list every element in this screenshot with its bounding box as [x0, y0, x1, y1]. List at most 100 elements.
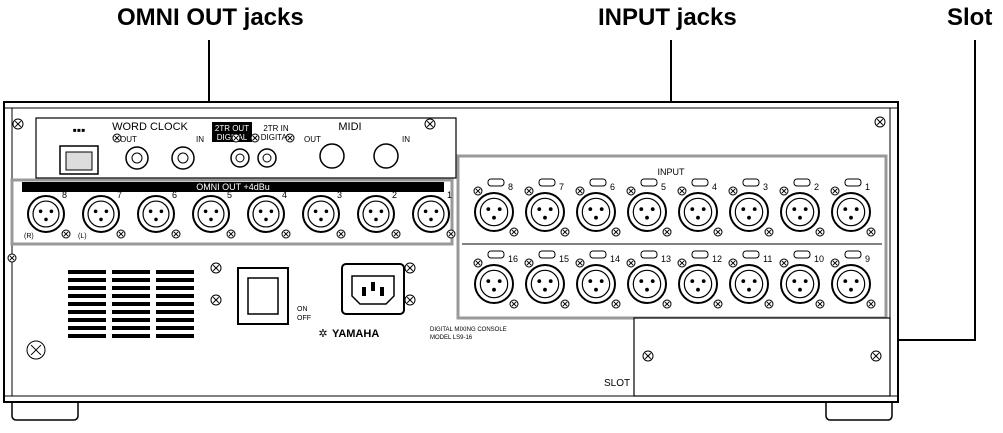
- screw-icon: [642, 350, 654, 362]
- latch-tab: [844, 250, 862, 259]
- vent-slot: [68, 270, 106, 274]
- input-jack-3[interactable]: [729, 192, 769, 232]
- input-jack-8[interactable]: [474, 192, 514, 232]
- vent-slot: [156, 318, 194, 322]
- callout-input: INPUT jacks: [598, 4, 737, 31]
- tr-out-label-1: 2TR OUT: [215, 124, 249, 133]
- model-label-2: MODEL LS9-16: [430, 335, 473, 341]
- wc-out-label: OUT: [120, 135, 137, 144]
- input-jack-11[interactable]: [729, 264, 769, 304]
- screw-icon: [7, 253, 17, 263]
- midi-in-jack[interactable]: [373, 143, 399, 169]
- screw-icon: [509, 299, 519, 309]
- input-number: 2: [814, 182, 819, 192]
- midi-in-label: IN: [402, 135, 410, 144]
- screw-icon: [611, 227, 621, 237]
- latch-tab: [691, 178, 709, 187]
- omni-out-jack-8[interactable]: [27, 195, 65, 233]
- input-number: 9: [865, 254, 870, 264]
- screw-icon: [677, 186, 687, 196]
- input-title: INPUT: [658, 167, 686, 177]
- input-jack-13[interactable]: [627, 264, 667, 304]
- screw-icon: [764, 227, 774, 237]
- network-port-glyph: ▪▪▪: [73, 123, 86, 137]
- screw-icon: [250, 133, 260, 143]
- callout-slot: Slot: [947, 4, 993, 31]
- screw-icon: [231, 133, 241, 143]
- input-jack-15[interactable]: [525, 264, 565, 304]
- omni-out-number: 4: [282, 190, 287, 200]
- input-jack-12[interactable]: [678, 264, 718, 304]
- screw-icon: [171, 229, 181, 239]
- input-number: 13: [661, 254, 671, 264]
- word-clock-label: WORD CLOCK: [112, 121, 188, 133]
- latch-tab: [742, 250, 760, 259]
- screw-icon: [874, 116, 886, 128]
- vent-slot: [156, 294, 194, 298]
- vent-slot: [156, 310, 194, 314]
- latch-tab: [691, 250, 709, 259]
- input-jack-1[interactable]: [831, 192, 871, 232]
- omni-out-number: 8: [62, 190, 67, 200]
- omni-out-jack-7[interactable]: [82, 195, 120, 233]
- screw-icon: [866, 227, 876, 237]
- latch-tab: [589, 250, 607, 259]
- ac-pin-center: [371, 282, 375, 291]
- screw-icon: [210, 294, 222, 306]
- screw-icon: [560, 227, 570, 237]
- screw-icon: [509, 227, 519, 237]
- screw-icon: [662, 299, 672, 309]
- tr-in-jack-inner: [262, 153, 272, 163]
- latch-tab: [487, 178, 505, 187]
- screw-icon: [764, 299, 774, 309]
- omni-out-jack-6[interactable]: [137, 195, 175, 233]
- power-on-label: ON: [297, 306, 308, 313]
- screw-icon: [112, 133, 122, 143]
- slot-panel: [633, 317, 891, 397]
- omni-out-jack-2[interactable]: [357, 195, 395, 233]
- tr-out-jack-inner: [235, 153, 245, 163]
- omni-out-jack-1[interactable]: [412, 195, 450, 233]
- screw-icon: [575, 186, 585, 196]
- input-number: 11: [763, 254, 772, 264]
- screw-icon: [281, 229, 291, 239]
- input-number: 8: [508, 182, 513, 192]
- screw-icon: [210, 262, 222, 274]
- model-label-1: DIGITAL MIXING CONSOLE: [430, 327, 507, 333]
- input-number: 5: [661, 182, 666, 192]
- screw-icon: [830, 186, 840, 196]
- input-jack-5[interactable]: [627, 192, 667, 232]
- vent-slot: [112, 326, 150, 330]
- input-jack-9[interactable]: [831, 264, 871, 304]
- omni-out-jack-4[interactable]: [247, 195, 285, 233]
- omni-out-jack-3[interactable]: [302, 195, 340, 233]
- midi-out-jack[interactable]: [319, 143, 345, 169]
- screw-icon: [575, 258, 585, 268]
- omni-r-label: (R): [24, 233, 34, 240]
- input-jack-10[interactable]: [780, 264, 820, 304]
- input-number: 10: [814, 254, 824, 264]
- input-jack-6[interactable]: [576, 192, 616, 232]
- screw-icon: [404, 294, 416, 306]
- screw-icon: [713, 299, 723, 309]
- input-jack-2[interactable]: [780, 192, 820, 232]
- screw-icon: [424, 118, 436, 130]
- input-jack-4[interactable]: [678, 192, 718, 232]
- vent-slot: [156, 278, 194, 282]
- omni-out-jack-5[interactable]: [192, 195, 230, 233]
- latch-tab: [589, 178, 607, 187]
- omni-out-number: 5: [227, 190, 232, 200]
- input-jack-7[interactable]: [525, 192, 565, 232]
- input-jack-14[interactable]: [576, 264, 616, 304]
- input-jack-16[interactable]: [474, 264, 514, 304]
- omni-out-number: 6: [172, 190, 177, 200]
- screw-icon: [728, 186, 738, 196]
- wc-in-label: IN: [196, 135, 204, 144]
- vent-slot: [112, 294, 150, 298]
- screw-icon: [116, 229, 126, 239]
- screw-icon: [336, 229, 346, 239]
- vent-slot: [156, 270, 194, 274]
